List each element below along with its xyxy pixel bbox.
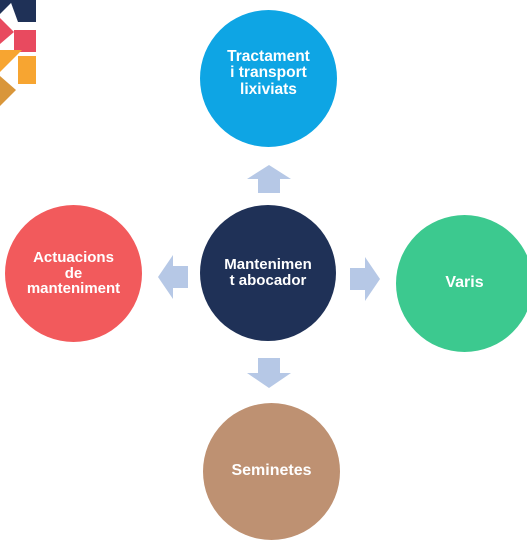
node-right: Varis [396, 215, 527, 352]
node-bottom: Seminetes [203, 403, 340, 540]
arrow-left-icon [158, 255, 188, 299]
node-top: Tractament i transport lixiviats [200, 10, 337, 147]
node-left: Actuacions de manteniment [5, 205, 142, 342]
node-center: Mantenimen t abocador [200, 205, 336, 341]
node-right-label: Varis [445, 274, 484, 292]
arrow-up-icon [247, 165, 291, 193]
node-left-label: Actuacions de manteniment [26, 248, 121, 298]
arrow-right-icon [350, 257, 380, 301]
node-top-label: Tractament i transport lixiviats [227, 48, 310, 98]
arrow-down-icon [247, 358, 291, 388]
node-bottom-label: Seminetes [231, 462, 312, 480]
node-center-label: Mantenimen t abocador [224, 256, 312, 289]
brand-logo-icon [0, 0, 36, 106]
